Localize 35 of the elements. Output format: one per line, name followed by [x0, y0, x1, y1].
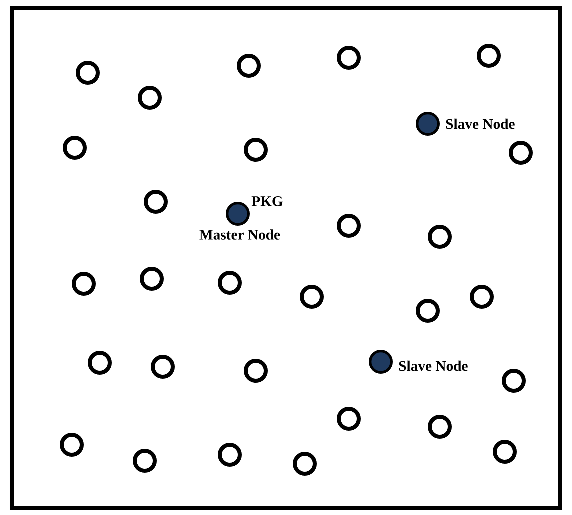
filled-node-circle: [226, 202, 250, 226]
empty-node-circle: [300, 285, 324, 309]
empty-node-circle: [88, 351, 112, 375]
empty-node-circle: [140, 267, 164, 291]
empty-node-circle: [218, 443, 242, 467]
empty-node-circle: [218, 271, 242, 295]
empty-node-circle: [337, 407, 361, 431]
empty-node-circle: [244, 359, 268, 383]
node-label: PKG: [252, 196, 283, 206]
empty-node-circle: [133, 449, 157, 473]
empty-node-circle: [237, 54, 261, 78]
empty-node-circle: [60, 433, 84, 457]
empty-node-circle: [76, 61, 100, 85]
empty-node-circle: [337, 214, 361, 238]
empty-node-circle: [493, 440, 517, 464]
empty-node-circle: [502, 369, 526, 393]
empty-node-circle: [416, 299, 440, 323]
empty-node-circle: [63, 136, 87, 160]
empty-node-circle: [293, 452, 317, 476]
empty-node-circle: [244, 138, 268, 162]
node-label: Slave Node: [446, 118, 515, 130]
empty-node-circle: [72, 272, 96, 296]
node-label: Slave Node: [399, 360, 468, 372]
empty-node-circle: [144, 190, 168, 214]
empty-node-circle: [428, 225, 452, 249]
empty-node-circle: [151, 355, 175, 379]
filled-node-circle: [369, 350, 393, 374]
empty-node-circle: [477, 44, 501, 68]
empty-node-circle: [138, 86, 162, 110]
empty-node-circle: [470, 285, 494, 309]
node-label: Master Node: [200, 230, 280, 240]
empty-node-circle: [337, 46, 361, 70]
empty-node-circle: [428, 415, 452, 439]
filled-node-circle: [416, 112, 440, 136]
empty-node-circle: [509, 141, 533, 165]
